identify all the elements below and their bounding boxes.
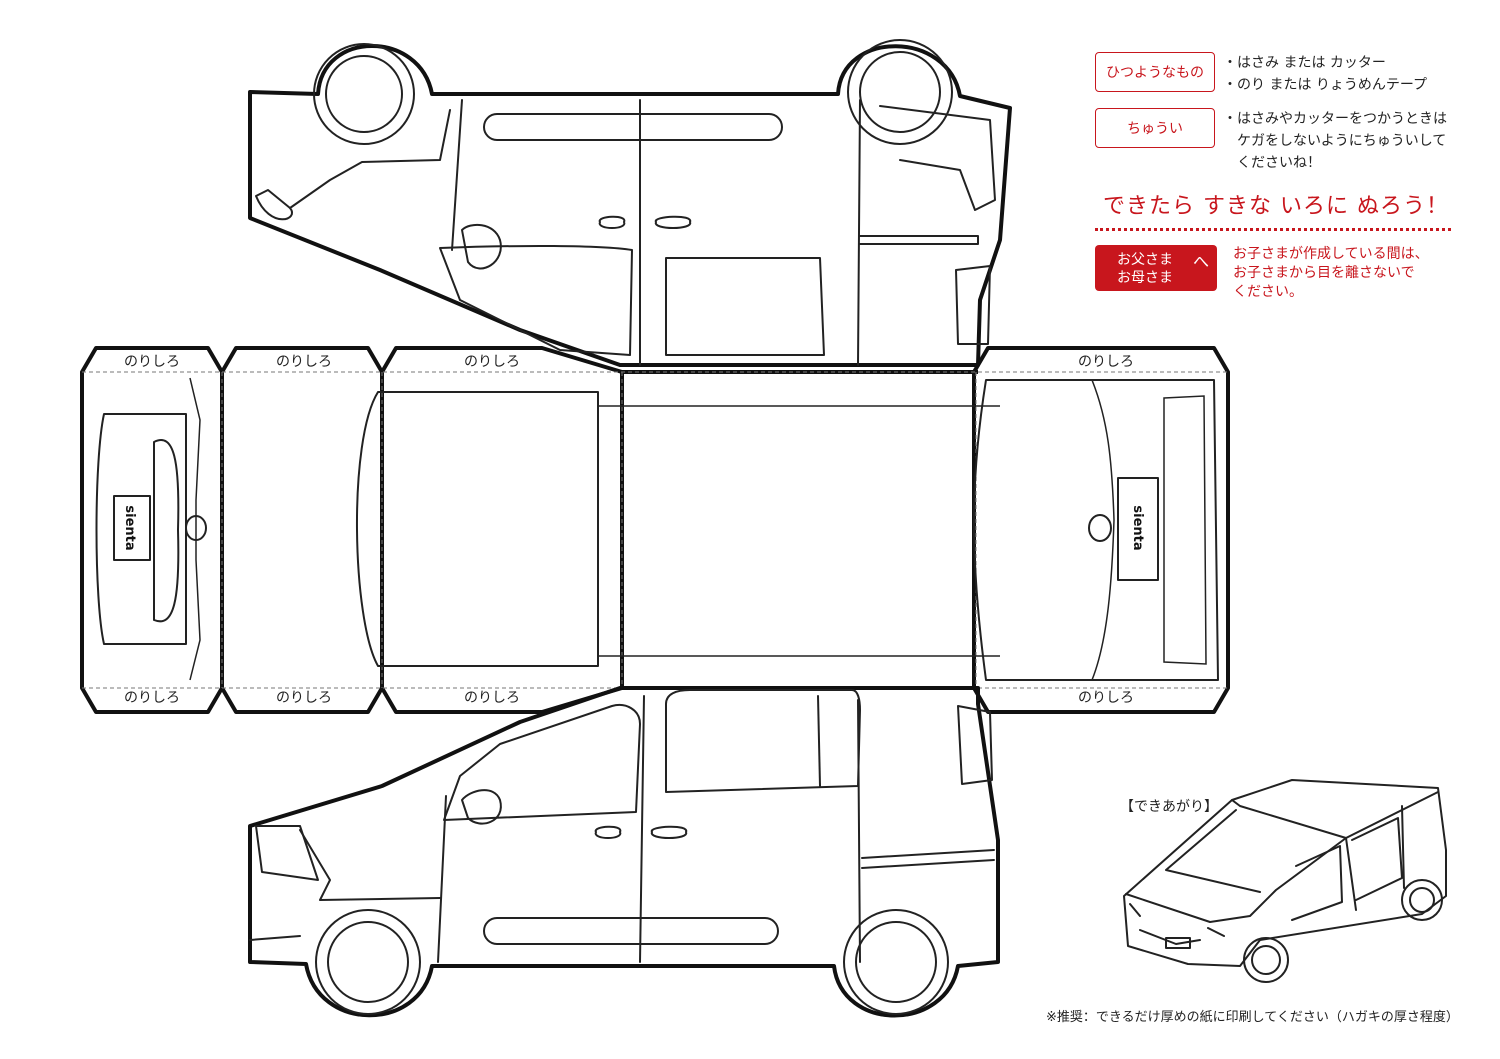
- glue-tab-label: のりしろ: [124, 354, 180, 370]
- list-item: ・のり または りょうめんテープ: [1223, 77, 1428, 93]
- caution-text: ・はさみやカッターをつかうときは ケガをしないようにちゅういして くださいね！: [1223, 108, 1447, 174]
- print-recommendation: ※推奨：できるだけ厚めの紙に印刷してください（ハガキの厚さ程度）: [1046, 1010, 1459, 1025]
- parents-line: お子さまが作成している間は、: [1233, 246, 1429, 262]
- parents-message: お子さまが作成している間は、 お子さまから目を離さないで ください。: [1233, 245, 1429, 302]
- bottom-side-panel: [248, 686, 1000, 1018]
- front-panel: [80, 346, 224, 714]
- caution-line: ・はさみやカッターをつかうときは: [1223, 111, 1447, 127]
- needed-items-row: ひつようなもの ・はさみ または カッター ・のり または りょうめんテープ: [1095, 52, 1475, 96]
- caution-tag: ちゅうい: [1095, 108, 1215, 148]
- needed-items-list: ・はさみ または カッター ・のり または りょうめんテープ: [1223, 52, 1427, 96]
- caution-row: ちゅうい ・はさみやカッターをつかうときは ケガをしないようにちゅういして くだ…: [1095, 108, 1475, 174]
- rear-logo: sienta: [1130, 505, 1145, 550]
- caution-line: くださいね！: [1223, 155, 1321, 171]
- rear-panel: [972, 346, 1230, 714]
- center-strip: sienta sienta のりしろ のりしろ のりしろ のりしろ のりしろ の…: [80, 346, 1230, 714]
- front-logo: sienta: [122, 505, 137, 550]
- parents-line: お子さまから目を離さないで: [1233, 265, 1415, 281]
- parents-line: ください。: [1233, 284, 1303, 300]
- caution-line: ケガをしないようにちゅういして: [1223, 133, 1447, 149]
- finished-model-illustration: [1123, 779, 1447, 983]
- glue-tab-label: のりしろ: [124, 690, 180, 706]
- glue-tab-label: のりしろ: [276, 354, 332, 370]
- instructions-panel: ひつようなもの ・はさみ または カッター ・のり または りょうめんテープ ち…: [1095, 52, 1475, 302]
- parents-tag-arrow: へ: [1192, 252, 1209, 271]
- top-side-panel: [248, 39, 1012, 367]
- glue-tab-label: のりしろ: [464, 354, 520, 370]
- glue-tab-label: のりしろ: [464, 690, 520, 706]
- glue-tab-label: のりしろ: [1078, 354, 1134, 370]
- needed-items-tag: ひつようなもの: [1095, 52, 1215, 92]
- parents-tag-line: お母さま: [1117, 270, 1173, 286]
- coloring-headline: できたら すきな いろに ぬろう！: [1103, 194, 1449, 219]
- parents-tag-line: お父さま: [1117, 252, 1173, 268]
- parents-notice: お父さま お母さま へ お子さまが作成している間は、 お子さまから目を離さないで…: [1095, 245, 1475, 302]
- list-item: ・はさみ または カッター: [1223, 55, 1386, 71]
- finished-label: 【できあがり】: [1120, 799, 1218, 815]
- glue-tab-label: のりしろ: [276, 690, 332, 706]
- glue-tab-label: のりしろ: [1078, 690, 1134, 706]
- dotted-divider: [1095, 228, 1451, 231]
- parents-tag: お父さま お母さま へ: [1095, 245, 1217, 291]
